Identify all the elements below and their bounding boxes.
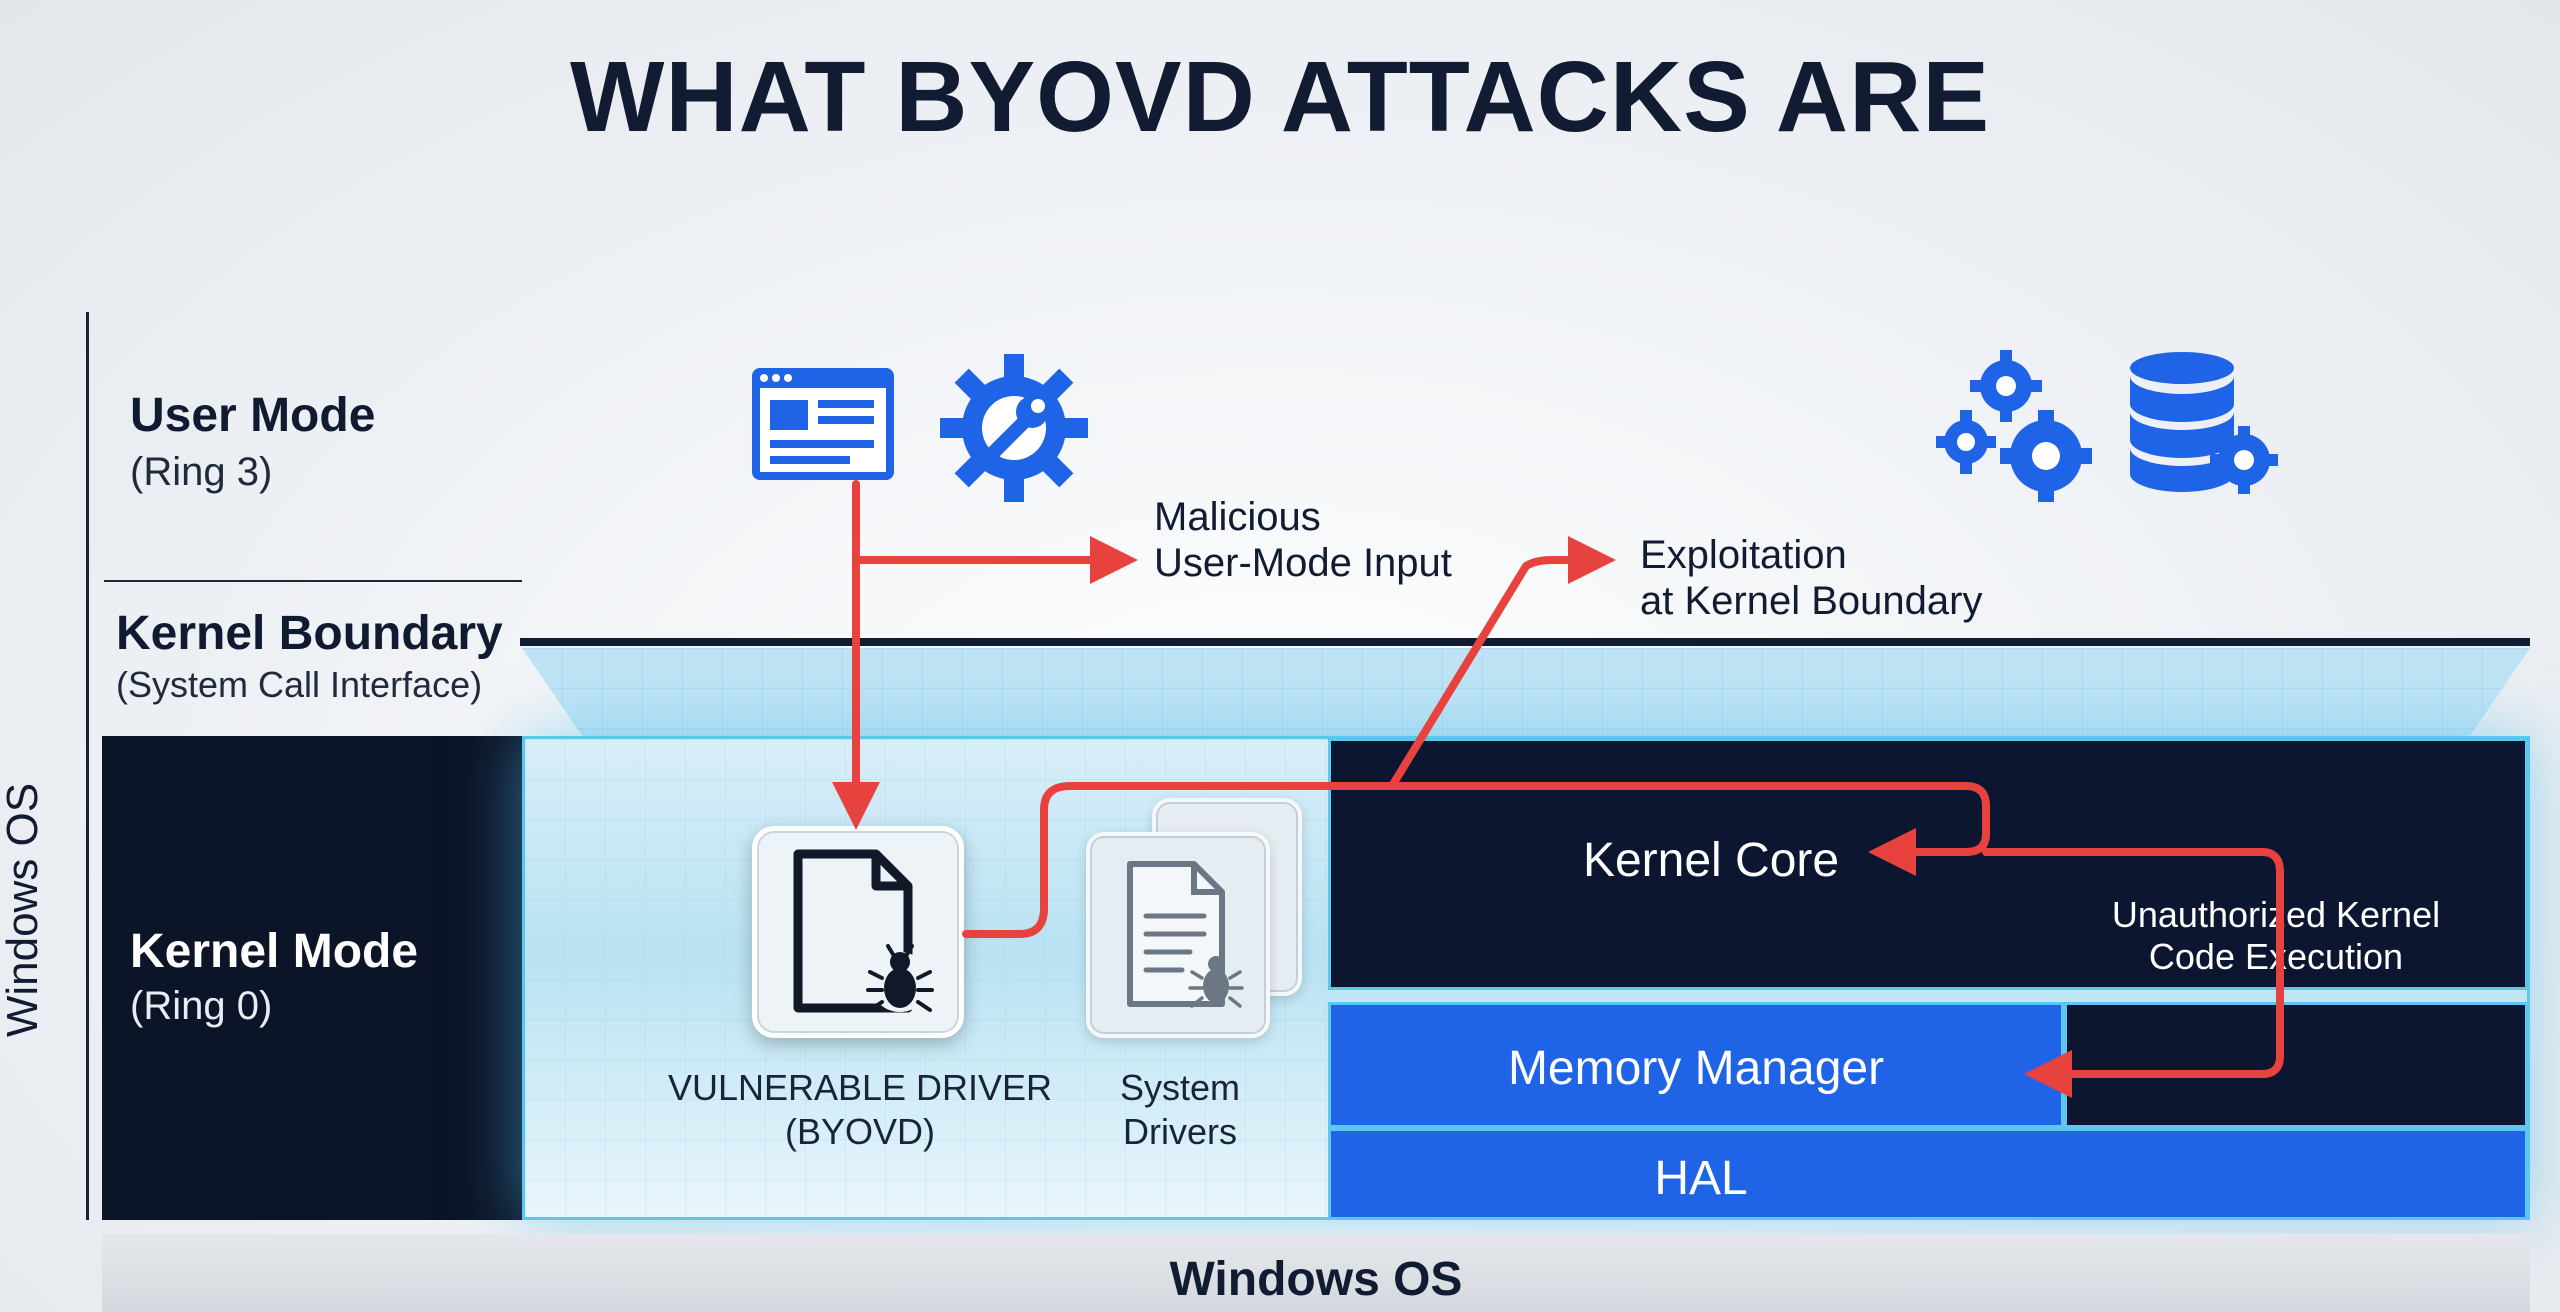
kernel-mode-panel: Kernel Mode (Ring 0) [102, 736, 522, 1220]
vulnerable-driver-line2: (BYOVD) [784, 1111, 935, 1152]
os-side-label: Windows OS [0, 782, 47, 1038]
document-bug-icon [793, 849, 934, 1013]
unauthorized-annotation: Unauthorized Kernel Code Execution [2076, 894, 2476, 978]
page-title: WHAT BYOVD ATTACKS ARE [569, 41, 1991, 153]
footer-label: Windows OS [1169, 1253, 1463, 1306]
vulnerable-driver-caption: VULNERABLE DRIVER (BYOVD) [650, 1066, 1070, 1154]
user-mode-subtitle: (Ring 3) [130, 450, 273, 494]
hal-label: HAL [1654, 1152, 1748, 1205]
memory-manager-label: Memory Manager [1507, 1042, 1885, 1095]
malicious-input-line1: Malicious [1154, 495, 1321, 539]
unauthorized-line1: Unauthorized Kernel [2111, 894, 2441, 935]
kernel-boundary-line [520, 638, 2530, 646]
user-mode-title: User Mode [130, 389, 376, 442]
kernel-boundary-subtitle: (System Call Interface) [116, 664, 483, 705]
system-drivers-line2: Drivers [1123, 1111, 1237, 1152]
gears-icon [1936, 350, 2092, 502]
document-bug-icon [1127, 861, 1244, 1008]
exploitation-line1: Exploitation [1640, 533, 1847, 577]
kernel-boundary-title: Kernel Boundary [116, 607, 503, 660]
hal-block: HAL [1328, 1128, 2528, 1220]
gear-wrench-icon [940, 354, 1088, 502]
system-drivers-line1: System [1119, 1067, 1241, 1108]
exploitation-annotation: Exploitation at Kernel Boundary [1640, 532, 1982, 624]
unauthorized-line2: Code Execution [2148, 936, 2404, 977]
memory-manager-block: Memory Manager [1328, 1002, 2064, 1128]
kernel-core-label: Kernel Core [1582, 834, 1840, 887]
system-driver-tile [1086, 832, 1270, 1038]
browser-window-icon [752, 368, 894, 480]
kernel-mode-title: Kernel Mode [130, 925, 419, 978]
vulnerable-driver-line1: VULNERABLE DRIVER [667, 1067, 1053, 1108]
malicious-input-annotation: Malicious User-Mode Input [1154, 494, 1452, 586]
vulnerable-driver-tile [752, 826, 964, 1038]
system-drivers-caption: System Drivers [1080, 1066, 1280, 1154]
user-kernel-divider [104, 580, 522, 582]
windows-os-footer: Windows OS [102, 1234, 2530, 1312]
kernel-stage-top-slab [522, 648, 2530, 736]
malicious-input-line2: User-Mode Input [1154, 541, 1452, 585]
kernel-mode-subtitle: (Ring 0) [130, 984, 273, 1028]
exploitation-line2: at Kernel Boundary [1640, 579, 1983, 623]
os-axis-line [86, 312, 89, 1220]
database-gear-icon [2130, 352, 2278, 494]
kernel-misc-block [2064, 1002, 2528, 1128]
